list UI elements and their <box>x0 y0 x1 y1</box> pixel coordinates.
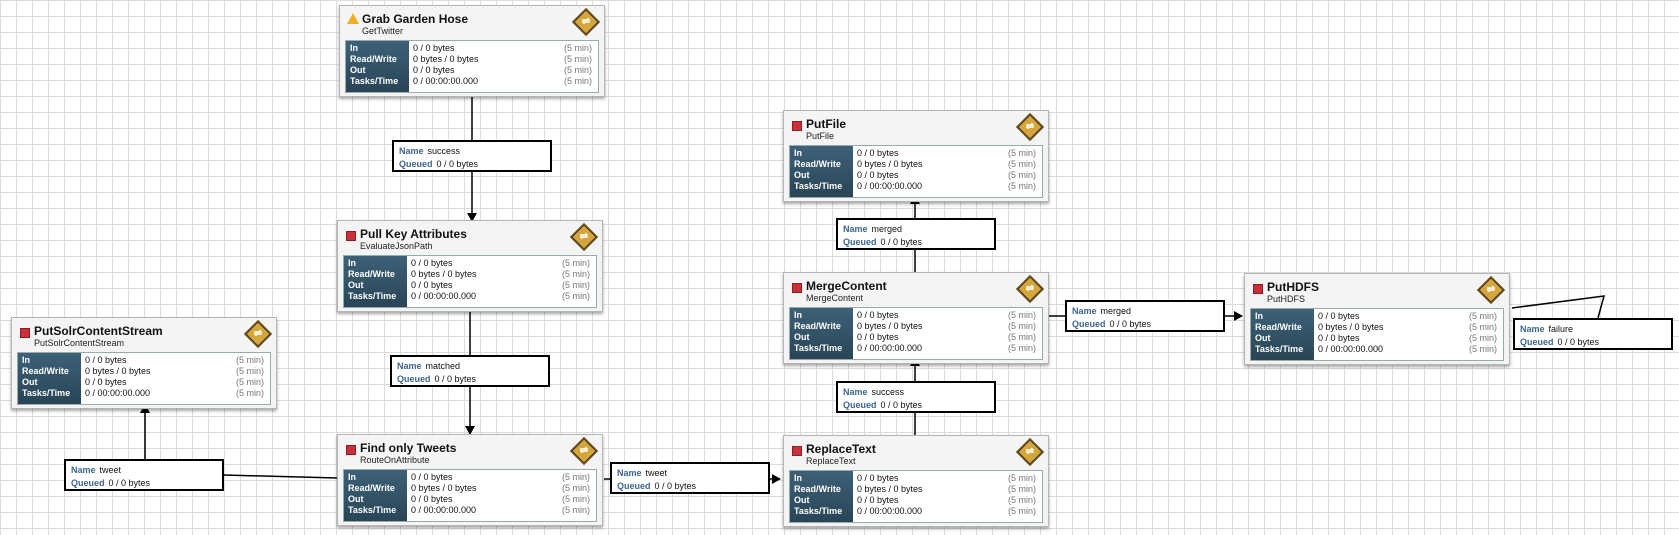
processor-type: RouteOnAttribute <box>360 455 430 465</box>
processor-badge-icon: ⇌ <box>1015 274 1045 304</box>
stopped-icon <box>346 445 356 455</box>
stopped-icon <box>792 446 802 456</box>
processor-type: PutSolrContentStream <box>34 338 125 348</box>
edge-puthdfs-failure-loop[interactable] <box>1511 295 1606 319</box>
processor-badge-icon: ⇌ <box>569 436 599 466</box>
processor-pull-key-attributes[interactable]: Pull Key Attributes EvaluateJsonPath ⇌ I… <box>337 220 603 312</box>
processor-type: GetTwitter <box>362 26 404 36</box>
processor-name: PutFile <box>806 117 847 131</box>
processor-name: Grab Garden Hose <box>362 12 469 26</box>
processor-name: ReplaceText <box>806 442 876 456</box>
stopped-icon <box>346 231 356 241</box>
processor-name: MergeContent <box>806 279 887 293</box>
stopped-icon <box>792 121 802 131</box>
processor-badge-icon: ⇌ <box>1015 437 1045 467</box>
stopped-icon <box>792 283 802 293</box>
processor-put-solr-content-stream[interactable]: PutSolrContentStream PutSolrContentStrea… <box>11 317 277 409</box>
processor-type: PutFile <box>806 131 835 141</box>
stopped-icon <box>20 328 30 338</box>
processor-badge-icon: ⇌ <box>569 222 599 252</box>
processor-name: Pull Key Attributes <box>360 227 467 241</box>
edge-findtweets-to-solr-a[interactable] <box>223 474 338 479</box>
stopped-icon <box>1253 284 1263 294</box>
processor-name: PutHDFS <box>1267 280 1319 294</box>
processor-type: ReplaceText <box>806 456 856 466</box>
processor-badge-icon: ⇌ <box>571 7 601 37</box>
processor-name: PutSolrContentStream <box>34 324 163 338</box>
processor-type: MergeContent <box>806 293 864 303</box>
processor-badge-icon: ⇌ <box>243 319 273 349</box>
warning-icon <box>347 13 359 24</box>
processor-type: PutHDFS <box>1267 294 1306 304</box>
processor-type: EvaluateJsonPath <box>360 241 433 251</box>
processor-badge-icon: ⇌ <box>1476 275 1506 305</box>
processor-name: Find only Tweets <box>360 441 457 455</box>
processor-badge-icon: ⇌ <box>1015 112 1045 142</box>
